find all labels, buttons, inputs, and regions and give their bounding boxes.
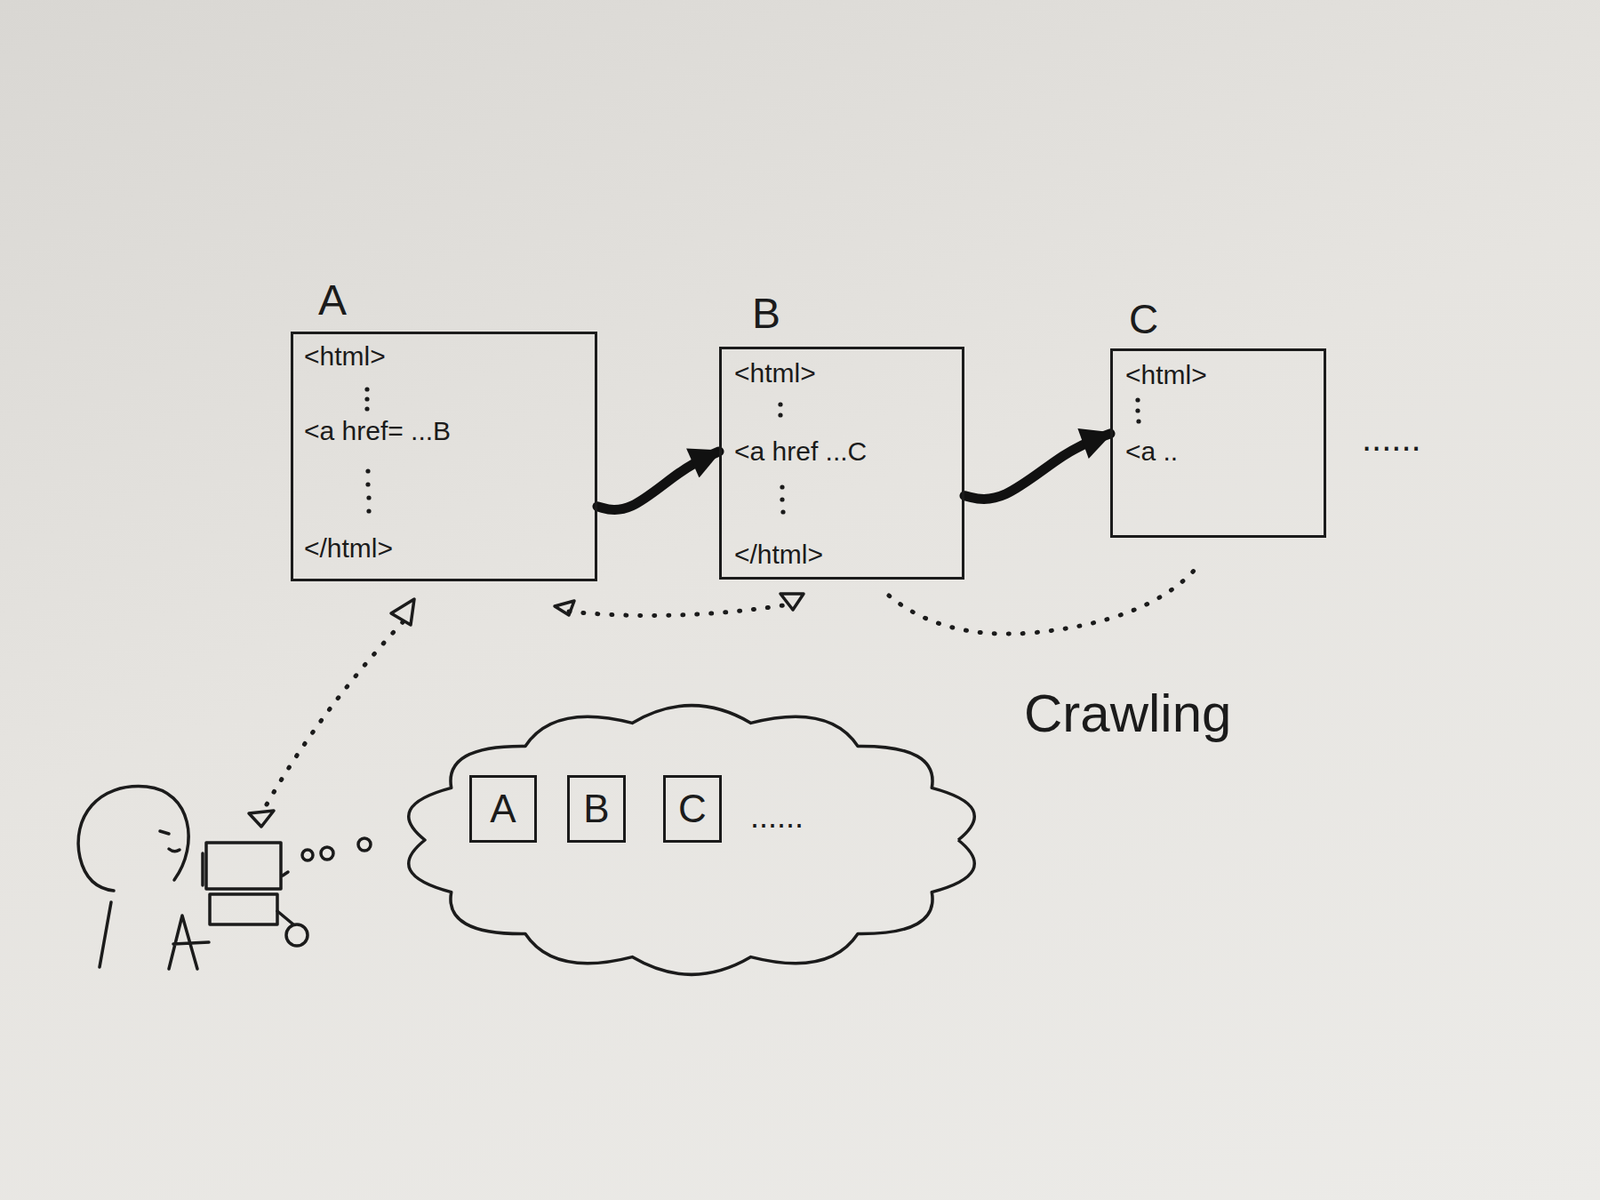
link-tag: <a .. bbox=[1125, 436, 1178, 468]
web-page: C<html><a .. bbox=[1110, 348, 1327, 538]
html-tag: </html> bbox=[734, 539, 824, 571]
page-letter: C bbox=[1128, 296, 1159, 344]
page-letter: B bbox=[569, 786, 624, 832]
continuation-dots: ...... bbox=[1361, 417, 1422, 459]
caption-word: Crawling bbox=[1024, 682, 1232, 744]
stored-page: B bbox=[567, 775, 626, 843]
link-arrow bbox=[964, 433, 1111, 500]
web-page: A<html><a href= ...B</html> bbox=[290, 331, 598, 582]
html-tag: <html> bbox=[734, 358, 816, 390]
page-letter: A bbox=[472, 786, 535, 832]
crawler-robot bbox=[202, 842, 308, 946]
person-figure bbox=[78, 786, 209, 969]
html-tag: <html> bbox=[304, 341, 386, 373]
page-letter: C bbox=[665, 786, 720, 832]
link-tag: <a href ...C bbox=[734, 436, 867, 468]
ellipsis: ...... bbox=[750, 798, 804, 835]
stored-page: A bbox=[469, 775, 537, 843]
web-page: B<html><a href ...C</html> bbox=[719, 346, 965, 580]
html-tag: <html> bbox=[1125, 360, 1208, 392]
ellipsis-dots bbox=[364, 386, 1141, 514]
thought-bubble bbox=[302, 838, 371, 861]
link-tag: <a href= ...B bbox=[304, 416, 451, 448]
html-tag: </html> bbox=[304, 533, 393, 565]
cloud-outline bbox=[408, 705, 976, 976]
page-letter: A bbox=[318, 275, 347, 325]
cloud-outline bbox=[398, 693, 985, 987]
thought-cloud: ...... ABC bbox=[398, 693, 985, 987]
page-letter: B bbox=[752, 288, 781, 338]
link-arrow bbox=[597, 451, 720, 511]
stored-page: C bbox=[663, 775, 722, 843]
